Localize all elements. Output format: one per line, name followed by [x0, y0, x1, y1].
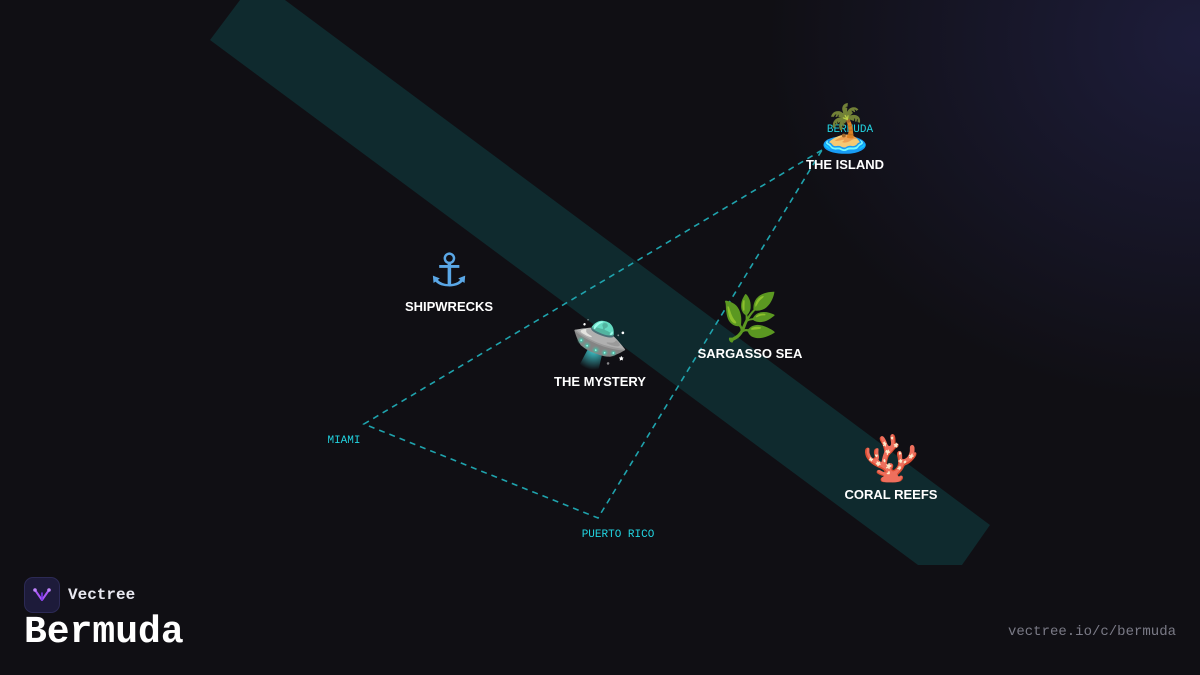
brand-name: Vectree	[68, 586, 136, 604]
island-icon: 🏝️	[816, 101, 873, 155]
page-url[interactable]: vectree.io/c/bermuda	[1007, 624, 1176, 640]
brand[interactable]: Vectree	[24, 577, 135, 613]
node-the-island[interactable]: 🏝️ THE ISLAND	[806, 101, 884, 172]
vectree-logo-icon	[24, 577, 60, 613]
node-sargasso-sea[interactable]: 🌿 SARGASSO SEA	[698, 290, 803, 361]
node-shipwrecks[interactable]: ⚓ SHIPWRECKS	[405, 243, 493, 314]
anchor-icon: ⚓	[428, 243, 469, 297]
herb-icon: 🌿	[721, 290, 778, 344]
triangle-route	[362, 149, 823, 519]
ufo-icon: 🛸	[571, 316, 628, 372]
node-label-coral-reefs: CORAL REEFS	[845, 487, 938, 502]
place-label-miami: MIAMI	[327, 435, 360, 447]
page-title: Bermuda	[24, 611, 184, 654]
node-label-shipwrecks: SHIPWRECKS	[405, 299, 493, 314]
node-the-mystery[interactable]: 🛸 THE MYSTERY	[554, 316, 646, 389]
place-label-bermuda: BERMUDA	[827, 124, 874, 136]
coral-icon: 🪸	[862, 431, 919, 485]
node-label-the-island: THE ISLAND	[806, 157, 884, 172]
node-label-the-mystery: THE MYSTERY	[554, 374, 646, 389]
place-label-puerto-rico: PUERTO RICO	[582, 529, 655, 541]
node-label-sargasso-sea: SARGASSO SEA	[698, 346, 803, 361]
node-coral-reefs[interactable]: 🪸 CORAL REEFS	[845, 431, 938, 502]
